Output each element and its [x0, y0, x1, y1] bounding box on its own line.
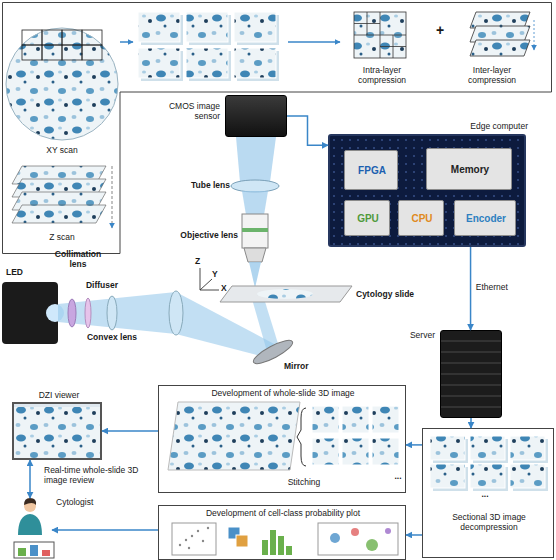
whole-slide-panel: Development of whole-slide 3D imageStitc… [158, 385, 406, 493]
node-text: XY scan [32, 146, 92, 156]
node-text: Intra-layer compression [347, 66, 417, 86]
server-tower: Server [440, 330, 502, 418]
chip-box: FPGA [344, 150, 398, 190]
cytologist: Cytologist [12, 498, 52, 536]
probability-panel: Development of cell-class probability pl… [158, 505, 406, 560]
axis-label: X [221, 284, 231, 294]
cytology-slide [220, 286, 352, 302]
node-text: Z scan [32, 233, 92, 243]
chip-box: Memory [426, 148, 512, 190]
node-text: Inter-layer compression [452, 66, 532, 86]
probability-plot-art [172, 523, 398, 555]
dzi-viewer: DZI viewerReal-time whole-slide 3D image… [12, 402, 102, 460]
monitor-icon [14, 542, 54, 558]
node-text: Stitching [269, 478, 339, 488]
node-text: Development of cell-class probability pl… [159, 509, 407, 519]
flow-connector [470, 247, 472, 330]
flow-connector [287, 116, 328, 145]
layer-stack-icon [470, 12, 534, 56]
node-text: Encoder [455, 213, 517, 225]
axis-label: Z [195, 257, 205, 267]
axis-label: Y [212, 270, 222, 280]
viewer-screen-art [12, 402, 102, 460]
node-text: Memory [427, 164, 513, 176]
part-label: Diffuser [80, 281, 124, 291]
node-text: Development of whole-slide 3D image [159, 389, 407, 399]
slide-disc [6, 28, 118, 140]
node-text: Sectional 3D image decompression [429, 513, 549, 533]
cytologist-icon [18, 498, 42, 535]
node-text: DZI viewer [14, 391, 104, 401]
ellipsis-mark: ... [388, 472, 408, 482]
quadtree-icon [354, 12, 406, 58]
part-label: Cytology slide [356, 290, 436, 300]
image-tiles [138, 12, 279, 81]
node-text: Cytologist [56, 498, 126, 508]
node-text: Edge computer [370, 122, 528, 132]
microscope-optics [231, 137, 279, 288]
part-label: Collimation lens [48, 250, 108, 270]
chip-box: GPU [344, 200, 390, 236]
part-label: Mirror [284, 362, 328, 372]
edge-computer-board: Edge computerFPGAMemoryGPUCPUEncoder [328, 134, 526, 247]
flow-connector [102, 430, 158, 432]
node-text: GPU [345, 213, 391, 225]
chip-box: CPU [398, 200, 444, 236]
flow-arrow [288, 41, 340, 43]
flow-arrow [120, 41, 133, 43]
part-label: Tube lens [160, 181, 230, 191]
flow-connector [52, 529, 158, 531]
flow-connector [470, 418, 472, 428]
ellipsis-mark: ... [470, 490, 500, 500]
flow-connector [406, 534, 422, 536]
image-sensor: CMOS image sensor [225, 95, 287, 137]
node-text: + [432, 22, 448, 38]
node-text: Server [389, 331, 435, 341]
z-stack [12, 166, 112, 228]
chip-box: Encoder [454, 200, 516, 236]
flow-connector [29, 460, 31, 498]
part-label: Convex lens [80, 333, 144, 343]
part-label: LED [6, 268, 46, 278]
node-text: FPGA [345, 165, 399, 177]
edge-label: Ethernet [476, 283, 536, 293]
node-text: Real-time whole-slide 3D image review [44, 466, 156, 486]
node-text: CMOS image sensor [142, 102, 220, 122]
stitched-slide [168, 402, 399, 470]
node-text: CPU [399, 213, 445, 225]
part-label: Objective lens [156, 231, 238, 241]
sectional-tiles [430, 436, 548, 491]
flow-connector [406, 444, 422, 446]
